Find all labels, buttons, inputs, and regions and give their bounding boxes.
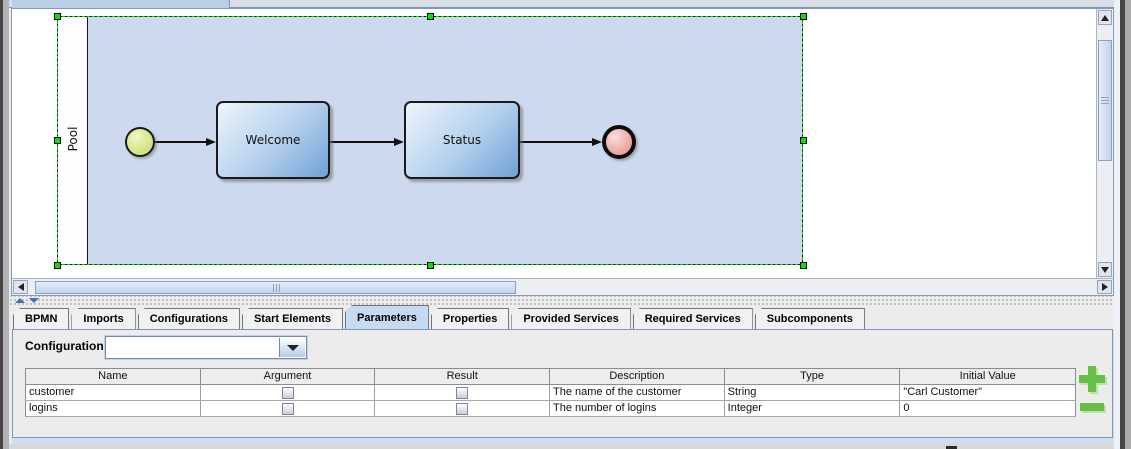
tab-imports[interactable]: Imports bbox=[71, 308, 136, 329]
vertical-scrollbar[interactable] bbox=[1096, 9, 1113, 278]
checkbox-cell bbox=[375, 401, 550, 416]
start-event[interactable] bbox=[125, 127, 155, 157]
collapse-down-icon[interactable] bbox=[29, 298, 39, 303]
configuration-value bbox=[110, 340, 278, 356]
horizontal-scrollbar[interactable] bbox=[12, 278, 1113, 295]
bottom-strip bbox=[0, 444, 1131, 449]
task-status[interactable]: Status bbox=[404, 101, 520, 179]
diagram-editor: Pool Welcome Status bbox=[11, 8, 1114, 296]
table-cell[interactable]: 0 bbox=[903, 402, 910, 414]
column-header-name[interactable]: Name bbox=[26, 369, 201, 384]
selection-handle[interactable] bbox=[427, 262, 434, 269]
column-header-result[interactable]: Result bbox=[375, 369, 551, 384]
arrow-down-icon bbox=[1101, 266, 1109, 273]
task-welcome[interactable]: Welcome bbox=[216, 101, 330, 179]
arrow-up-icon bbox=[1101, 14, 1109, 21]
tab-provided-services[interactable]: Provided Services bbox=[511, 308, 631, 329]
selection-handle[interactable] bbox=[800, 137, 807, 144]
table-cell[interactable]: "Carl Customer" bbox=[903, 386, 983, 398]
selection-handle[interactable] bbox=[800, 13, 807, 20]
arrow-right-icon bbox=[1101, 283, 1108, 291]
column-header-description[interactable]: Description bbox=[550, 369, 725, 384]
sequence-flow-1[interactable] bbox=[155, 141, 208, 143]
result-checkbox[interactable] bbox=[456, 386, 469, 399]
checkbox-cell bbox=[201, 401, 376, 416]
window-edge bbox=[3, 0, 9, 449]
table-cell[interactable]: String bbox=[725, 385, 901, 400]
upper-selected-tab-fragment[interactable] bbox=[12, 0, 230, 8]
horizontal-scroll-thumb[interactable] bbox=[35, 281, 516, 294]
column-header-initial-value[interactable]: Initial Value bbox=[959, 370, 1016, 382]
task-label: Status bbox=[442, 133, 482, 147]
result-checkbox[interactable] bbox=[456, 402, 469, 415]
panel-border-halo bbox=[12, 437, 1120, 444]
tab-subcomponents[interactable]: Subcomponents bbox=[754, 308, 865, 329]
scroll-up-button[interactable] bbox=[1098, 10, 1112, 25]
table-cell[interactable]: The number of logins bbox=[550, 401, 725, 416]
tab-bpmn[interactable]: BPMN bbox=[13, 308, 70, 329]
scroll-right-button[interactable] bbox=[1097, 280, 1112, 294]
column-header-argument[interactable]: Argument bbox=[201, 369, 376, 384]
table-cell[interactable]: Integer bbox=[725, 401, 901, 416]
tab-required-services[interactable]: Required Services bbox=[632, 308, 753, 329]
table-cell[interactable]: logins bbox=[26, 401, 201, 416]
chevron-down-icon bbox=[286, 344, 299, 351]
selection-handle[interactable] bbox=[800, 262, 807, 269]
window-fragment bbox=[946, 446, 957, 449]
split-divider[interactable] bbox=[9, 296, 1120, 305]
upper-tabbar-strip bbox=[9, 0, 1120, 8]
tab-configurations[interactable]: Configurations bbox=[137, 308, 240, 329]
arrowhead-icon bbox=[394, 138, 404, 146]
sequence-flow-3[interactable] bbox=[520, 141, 594, 143]
column-header-type[interactable]: Type bbox=[725, 369, 901, 384]
thumb-grip-icon bbox=[273, 284, 281, 292]
window-edge bbox=[1114, 0, 1120, 449]
checkbox-cell bbox=[201, 385, 376, 400]
thumb-grip-icon bbox=[1101, 97, 1109, 105]
tab-properties[interactable]: Properties bbox=[430, 308, 510, 329]
arrowhead-icon bbox=[206, 138, 216, 146]
tab-start-elements[interactable]: Start Elements bbox=[241, 308, 343, 329]
window-edge bbox=[0, 0, 3, 449]
tab-parameters[interactable]: Parameters bbox=[344, 305, 429, 329]
argument-checkbox[interactable] bbox=[281, 386, 294, 399]
table-cell[interactable]: customer bbox=[26, 385, 201, 400]
vertical-scroll-thumb[interactable] bbox=[1098, 40, 1112, 161]
remove-parameter-button[interactable] bbox=[1080, 403, 1104, 411]
scroll-left-button[interactable] bbox=[13, 280, 28, 294]
configuration-combobox[interactable] bbox=[105, 336, 307, 359]
scroll-down-button[interactable] bbox=[1098, 262, 1112, 277]
end-event[interactable] bbox=[602, 125, 636, 159]
expand-up-icon[interactable] bbox=[15, 298, 25, 303]
plus-icon bbox=[1079, 375, 1105, 383]
pool-label: Pool bbox=[66, 126, 80, 152]
argument-checkbox[interactable] bbox=[281, 402, 294, 415]
selection-handle[interactable] bbox=[54, 13, 61, 20]
arrow-left-icon bbox=[17, 283, 24, 291]
selection-handle[interactable] bbox=[54, 137, 61, 144]
checkbox-cell bbox=[375, 385, 550, 400]
window-edge bbox=[1125, 0, 1131, 449]
add-parameter-button[interactable] bbox=[1079, 366, 1105, 392]
task-label: Welcome bbox=[245, 133, 301, 147]
arrowhead-icon bbox=[592, 138, 602, 146]
selection-handle[interactable] bbox=[427, 13, 434, 20]
sequence-flow-2[interactable] bbox=[330, 141, 396, 143]
diagram-canvas[interactable]: Pool Welcome Status bbox=[12, 9, 1096, 278]
pool-label-band[interactable]: Pool bbox=[57, 16, 88, 265]
window-edge bbox=[1120, 0, 1125, 449]
combobox-dropdown-button[interactable] bbox=[279, 338, 305, 357]
configuration-label: Configuration bbox=[25, 339, 104, 353]
selection-handle[interactable] bbox=[54, 262, 61, 269]
table-cell[interactable]: The name of the customer bbox=[550, 385, 725, 400]
